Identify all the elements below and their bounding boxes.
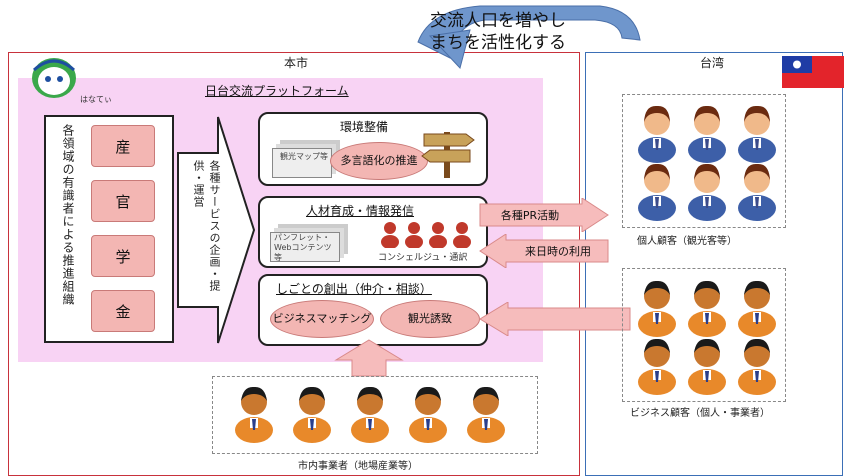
concierge-icon [381,222,471,248]
chip-government: 官 [91,180,155,222]
hr-doc-label: パンフレット・Webコンテンツ等 [274,233,332,262]
env-doc-stack [272,148,332,178]
hr-people-label: コンシェルジュ・通訳 [378,253,468,263]
banner-text: 交流人口を増やし まちを活性化する [430,10,566,54]
hr-title: 人材育成・情報発信 [306,204,415,218]
banner-arrow [417,5,641,70]
business-group-label: ビジネス顧客（個人・事業者） [630,408,770,419]
env-doc-label: 観光マップ等 [280,152,328,161]
local-group-label: 市内事業者（地場産業等） [298,461,418,472]
chip-academia: 学 [91,235,155,277]
platform-title: 日台交流プラットフォーム [205,84,349,98]
individual-people-icon [638,105,776,221]
taiwan-label: 台湾 [700,56,725,70]
local-up-arrow [334,339,404,377]
visit-arrow-label: 来日時の利用 [525,245,591,258]
logo-caption: はなてぃ [80,95,112,104]
pr-arrow [479,198,609,232]
signpost-icon [421,132,475,178]
local-people-icon [235,386,505,443]
business-people-icon [638,280,776,395]
individual-group-label: 個人顧客（観光客等） [637,236,737,247]
job-oval-matching: ビジネスマッチング [270,300,374,338]
env-oval: 多言語化の推進 [330,142,428,180]
pr-arrow-label: 各種PR活動 [500,209,560,222]
promotion-org-text: 各領域の有識者による推進組織 [61,124,75,306]
visit-arrow [479,234,609,268]
taiwan-flag-icon [782,56,844,88]
job-title: しごとの創出（仲介・相談） [276,282,432,296]
service-arrow [177,116,256,344]
job-oval-tourism: 観光誘致 [380,300,480,338]
business-arrow [479,302,631,336]
mascot-logo-icon [32,58,76,98]
banner-line1: 交流人口を増やし [430,11,566,31]
service-arrow-text: 各種サービスの企画・提供・運営 [192,160,221,292]
individual-group-box [622,94,786,228]
local-group-box [212,376,538,454]
city-label: 本市 [284,56,309,70]
chip-industry: 産 [91,125,155,167]
env-title: 環境整備 [340,120,389,134]
business-group-box [622,268,786,402]
hr-doc-stack [270,232,340,262]
banner-line2: まちを活性化する [430,33,566,53]
chip-finance: 金 [91,290,155,332]
